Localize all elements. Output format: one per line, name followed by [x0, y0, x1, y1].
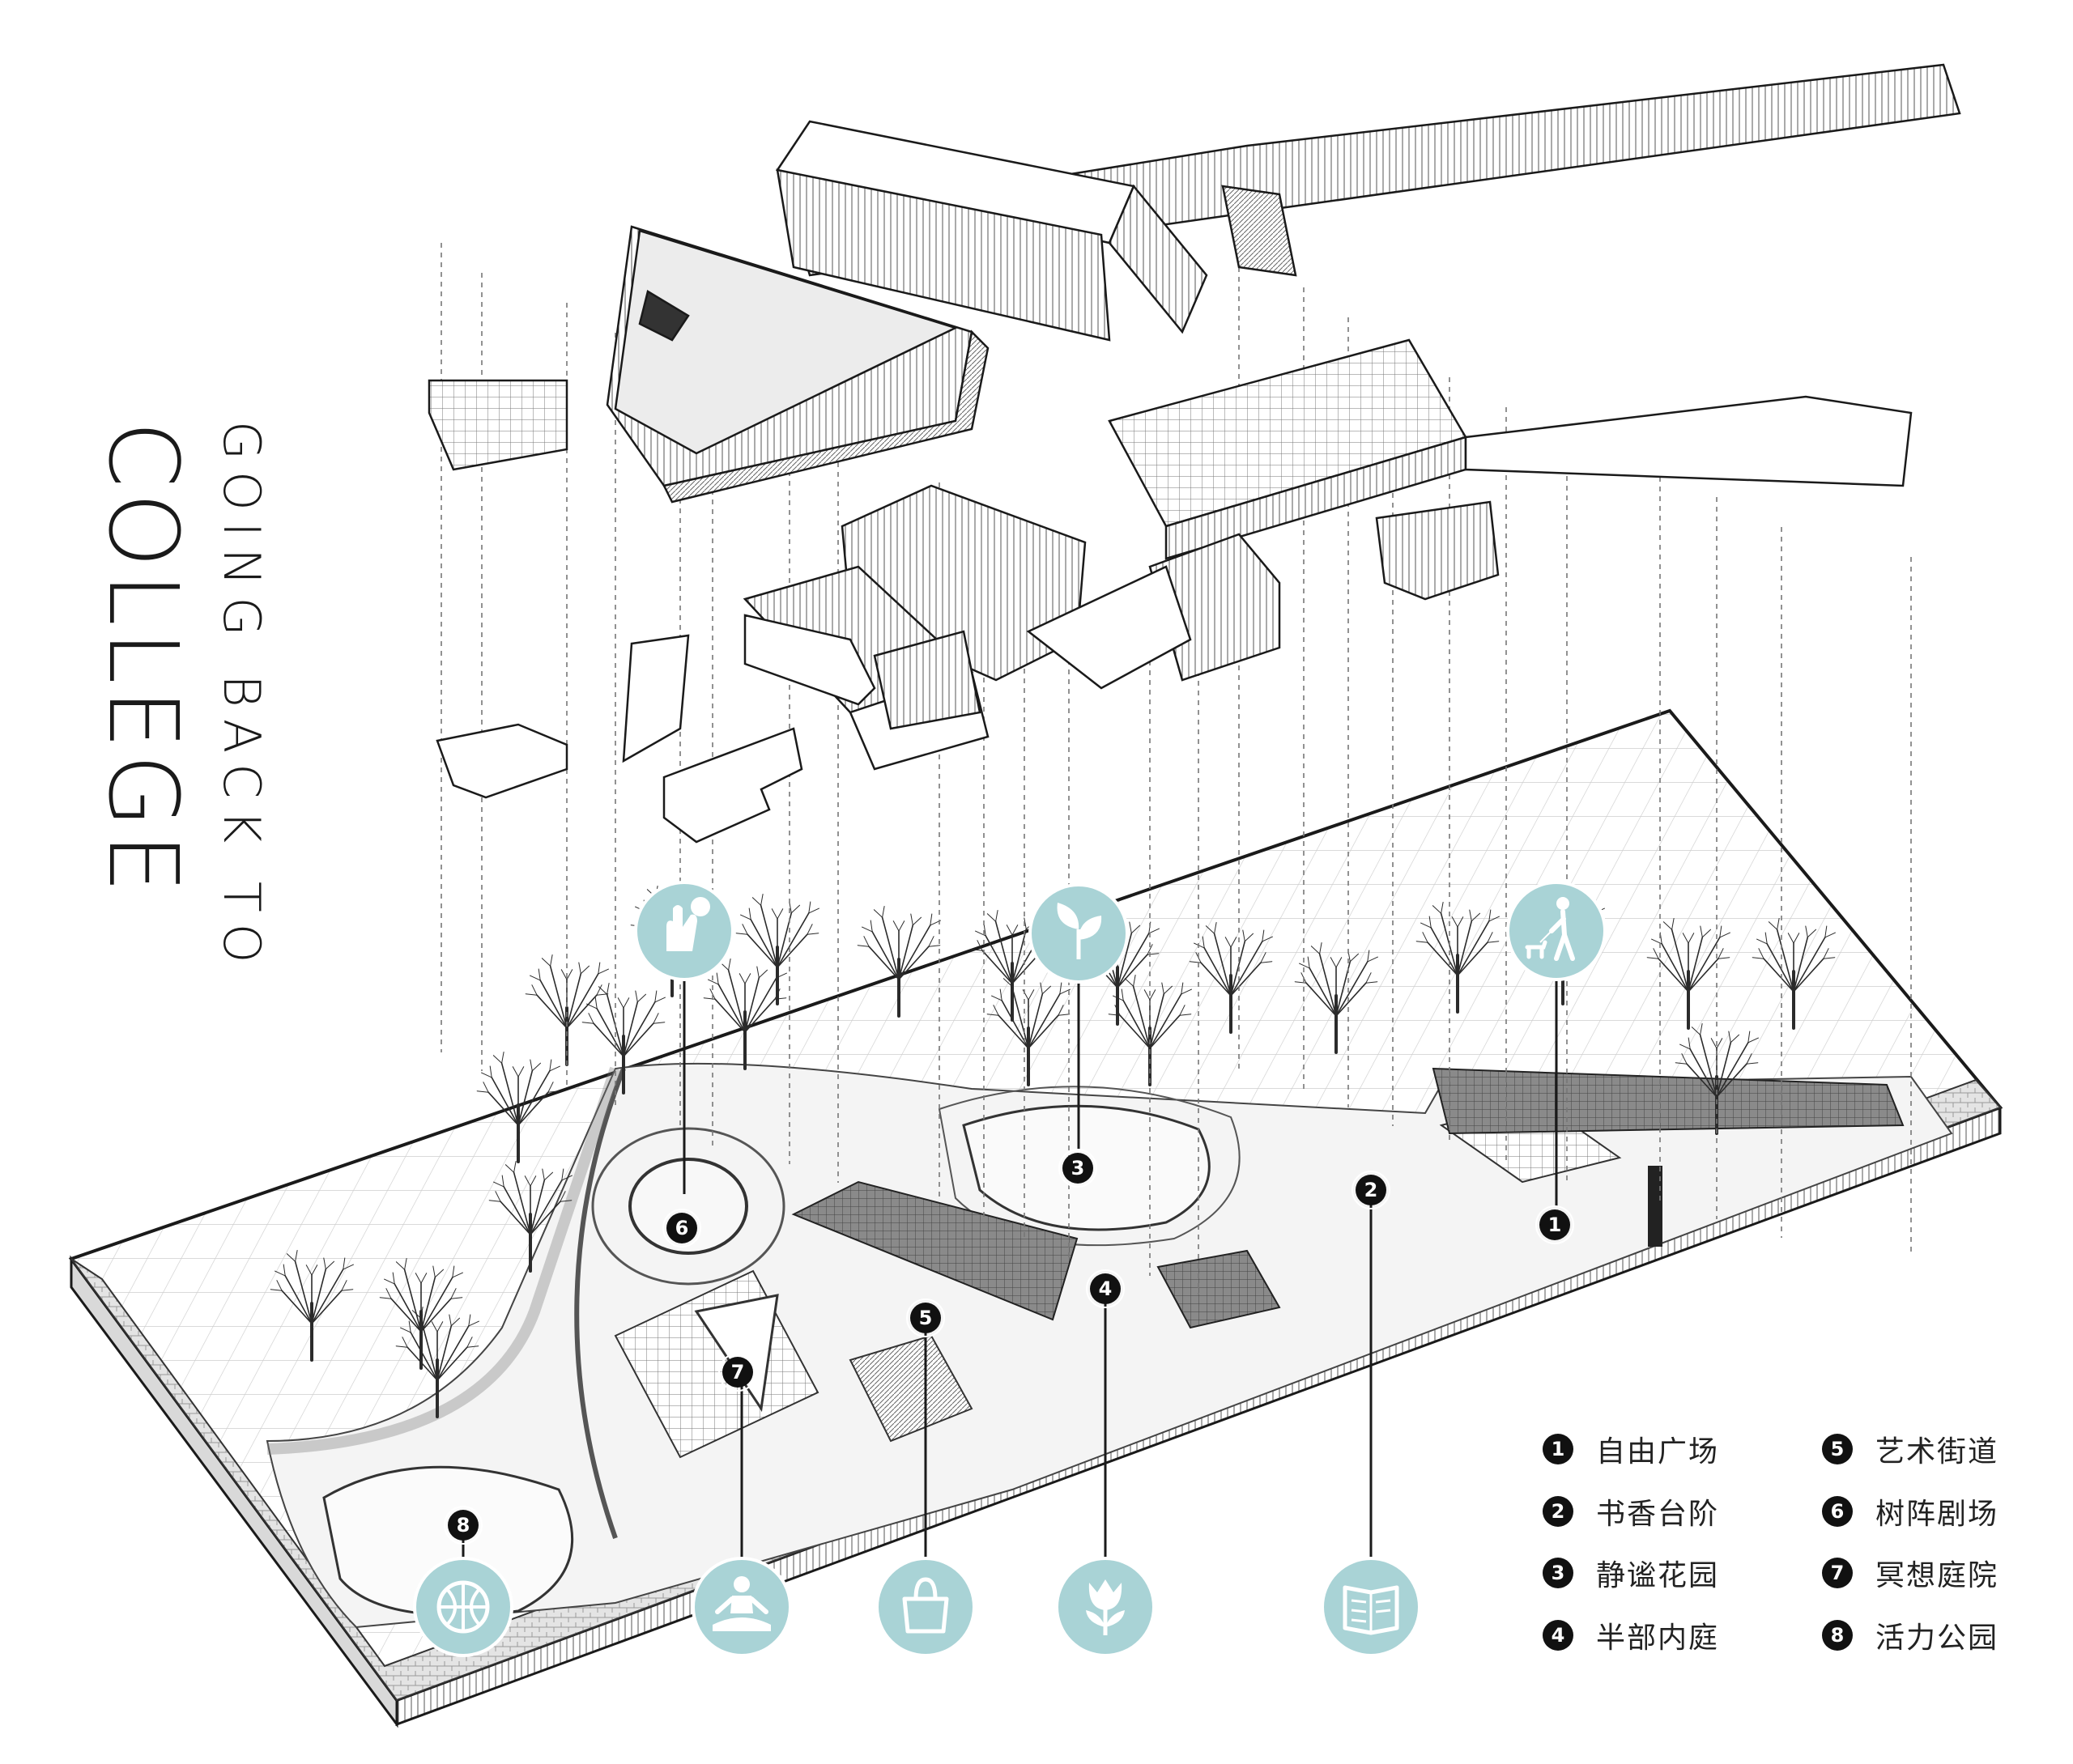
tulip-icon — [1055, 1557, 1156, 1657]
shopping-bag-icon — [875, 1557, 976, 1657]
tree — [581, 983, 666, 1095]
legend-item-2: 2 书香台阶 — [1543, 1491, 1719, 1532]
program-icons — [413, 881, 1607, 1657]
legend: 1 自由广场 2 书香台阶 3 静谧花园 4 半部内庭 5 艺术街道 6 树阵剧… — [1543, 1429, 2028, 1672]
legend-item-7: 7 冥想庭院 — [1822, 1553, 1999, 1593]
hall-roof — [791, 1180, 1079, 1321]
cluster-block-b — [873, 630, 981, 730]
legend-label: 静谧花园 — [1596, 1559, 1720, 1592]
tree — [476, 1052, 560, 1163]
legend-number: 5 — [1822, 1434, 1853, 1464]
legend-item-3: 3 静谧花园 — [1543, 1553, 1719, 1593]
tree — [1189, 922, 1273, 1034]
tree — [986, 975, 1071, 1086]
marker-5: 5 — [906, 1299, 945, 1337]
leaf-icon — [1028, 883, 1129, 984]
legend-label: 书香台阶 — [1596, 1498, 1720, 1531]
legend-item-8: 8 活力公园 — [1822, 1615, 1999, 1656]
tree — [525, 954, 609, 1066]
hand-icon — [634, 881, 734, 981]
cluster-block-a — [743, 614, 876, 706]
legend-label: 自由广场 — [1596, 1435, 1720, 1469]
tree — [270, 1250, 354, 1362]
legend-label: 冥想庭院 — [1875, 1559, 1999, 1592]
dog-walker-icon — [1506, 881, 1607, 981]
legend-number: 6 — [1822, 1496, 1853, 1527]
tree — [857, 906, 941, 1018]
tree — [395, 1307, 479, 1418]
tree — [1108, 975, 1192, 1086]
legend-number: 3 — [1543, 1558, 1573, 1588]
legend-item-1: 1 自由广场 — [1543, 1429, 1719, 1469]
legend-number: 1 — [1543, 1434, 1573, 1464]
ground-plan — [266, 1062, 1953, 1629]
free-plaza-wall — [1432, 1067, 1905, 1135]
title-line1: GOING BACK TO — [212, 421, 271, 975]
marker-7: 7 — [718, 1353, 757, 1392]
book-icon — [1321, 1557, 1421, 1657]
terrace-block — [849, 1334, 973, 1443]
marker-3: 3 — [1058, 1149, 1097, 1188]
sidewalk — [266, 1066, 621, 1455]
marker-6: 6 — [662, 1209, 701, 1248]
tree — [970, 910, 1054, 1022]
legend-label: 艺术街道 — [1875, 1435, 1999, 1469]
marker-1: 1 — [1535, 1205, 1574, 1244]
box-unit — [1375, 500, 1500, 601]
tree — [1646, 918, 1730, 1030]
historic-arcade — [775, 63, 1961, 342]
legend-number: 8 — [1822, 1620, 1853, 1651]
legend-item-5: 5 艺术街道 — [1822, 1429, 1999, 1469]
meditation-icon — [692, 1557, 792, 1657]
exploded-buildings — [428, 63, 1961, 844]
legend-label: 树阵剧场 — [1875, 1498, 1999, 1531]
tree — [1675, 1023, 1759, 1135]
marker-4: 4 — [1086, 1269, 1125, 1308]
legend-item-6: 6 树阵剧场 — [1822, 1491, 1999, 1532]
tree — [1294, 942, 1378, 1054]
long-wing — [1464, 395, 1913, 487]
curved-path — [574, 1067, 626, 1539]
legend-label: 活力公园 — [1875, 1622, 1999, 1655]
small-box-building — [428, 379, 568, 471]
tree-array-theater — [628, 1158, 748, 1255]
tree — [488, 1161, 573, 1273]
l-block — [662, 727, 803, 844]
basketball-icon — [413, 1557, 513, 1657]
tree — [379, 1258, 463, 1370]
legend-number: 7 — [1822, 1558, 1853, 1588]
wing-block — [1026, 565, 1192, 690]
theater-ring — [591, 1127, 785, 1286]
perimeter-pavement — [70, 1078, 2002, 1702]
legend-label: 半部内庭 — [1596, 1622, 1720, 1655]
trees — [270, 886, 1836, 1418]
triangular-building — [606, 225, 990, 504]
sports-court — [322, 1465, 574, 1617]
marker-2: 2 — [1351, 1171, 1390, 1209]
roof-grid-panel — [1156, 1249, 1281, 1329]
stepped-block — [436, 723, 568, 799]
tree — [1752, 918, 1836, 1030]
title-line2: COLLEGE — [87, 421, 199, 899]
marker-8: 8 — [444, 1506, 483, 1545]
tree — [735, 894, 819, 1005]
legend-number: 4 — [1543, 1620, 1573, 1651]
slim-block — [622, 634, 690, 763]
legend-item-4: 4 半部内庭 — [1543, 1615, 1719, 1656]
legend-number: 2 — [1543, 1496, 1573, 1527]
tower — [1648, 1166, 1662, 1247]
